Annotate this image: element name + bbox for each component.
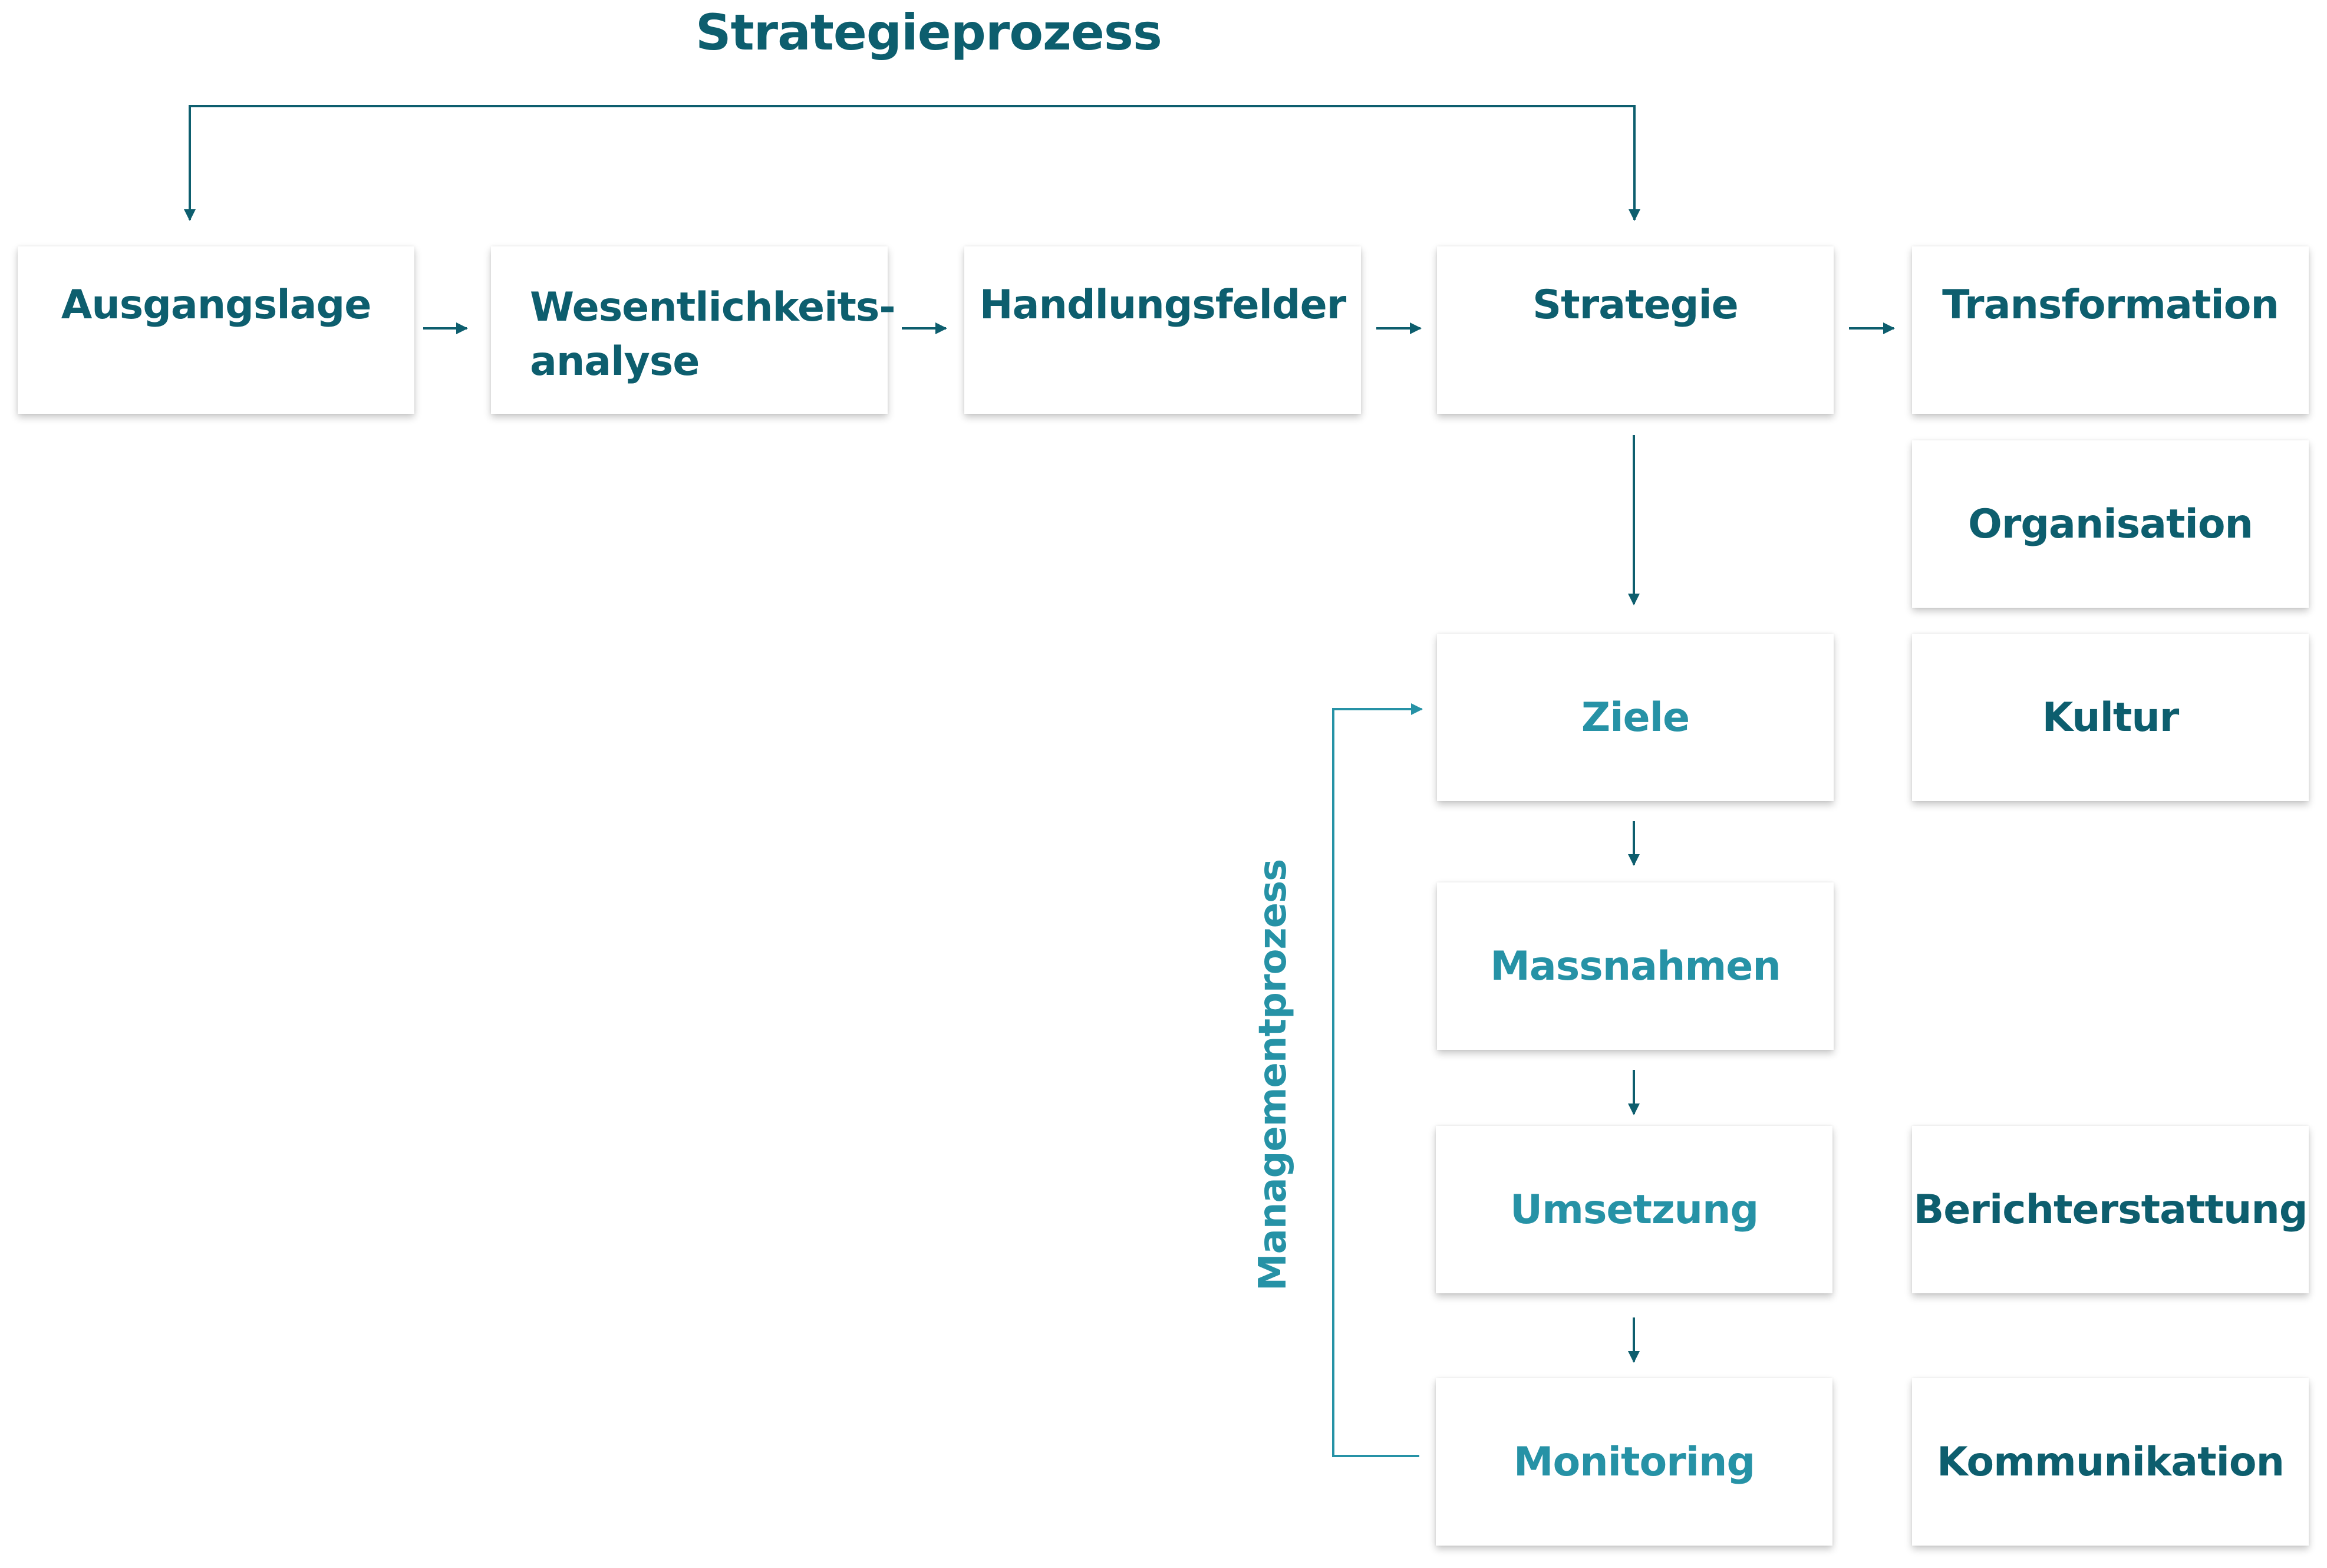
box-massnahmen: Massnahmen [1437, 882, 1834, 1050]
box-wesentlichkeitsanalyse-label: Wesentlichkeits- analyse [530, 281, 896, 389]
box-umsetzung-label: Umsetzung [1509, 1186, 1759, 1233]
box-monitoring-label: Monitoring [1513, 1438, 1755, 1485]
box-kommunikation: Kommunikation [1912, 1378, 2309, 1546]
box-strategie: Strategie [1437, 246, 1834, 414]
wesentlichkeit-line2: analyse [530, 338, 700, 385]
box-berichterstattung-label: Berichterstattung [1913, 1186, 2308, 1233]
box-kommunikation-label: Kommunikation [1936, 1438, 2285, 1485]
box-massnahmen-label: Massnahmen [1490, 943, 1781, 990]
management-process-label: Managementprozess [1251, 859, 1295, 1291]
box-handlungsfelder-label: Handlungsfelder [979, 282, 1347, 328]
box-transformation-label: Transformation [1942, 282, 2279, 328]
box-ausgangslage-label: Ausgangslage [61, 282, 372, 328]
box-wesentlichkeitsanalyse: Wesentlichkeits- analyse [491, 246, 896, 414]
box-berichterstattung: Berichterstattung [1912, 1126, 2309, 1293]
box-ausgangslage: Ausgangslage [18, 246, 414, 414]
management-loop-line [1332, 703, 1423, 1457]
box-ziele-label: Ziele [1581, 694, 1690, 741]
box-kultur-label: Kultur [2042, 694, 2180, 741]
box-monitoring: Monitoring [1436, 1378, 1832, 1546]
wesentlichkeit-line1: Wesentlichkeits- [530, 284, 896, 331]
box-kultur: Kultur [1912, 634, 2309, 801]
feedback-loop-line [184, 105, 1640, 221]
box-organisation-label: Organisation [1968, 500, 2253, 548]
box-umsetzung: Umsetzung [1436, 1126, 1832, 1293]
box-strategie-label: Strategie [1532, 282, 1739, 328]
box-handlungsfelder: Handlungsfelder [964, 246, 1361, 414]
box-organisation: Organisation [1912, 440, 2309, 608]
diagram-title: Strategieprozess [696, 4, 1162, 61]
box-ziele: Ziele [1437, 634, 1834, 801]
box-transformation: Transformation [1912, 246, 2309, 414]
